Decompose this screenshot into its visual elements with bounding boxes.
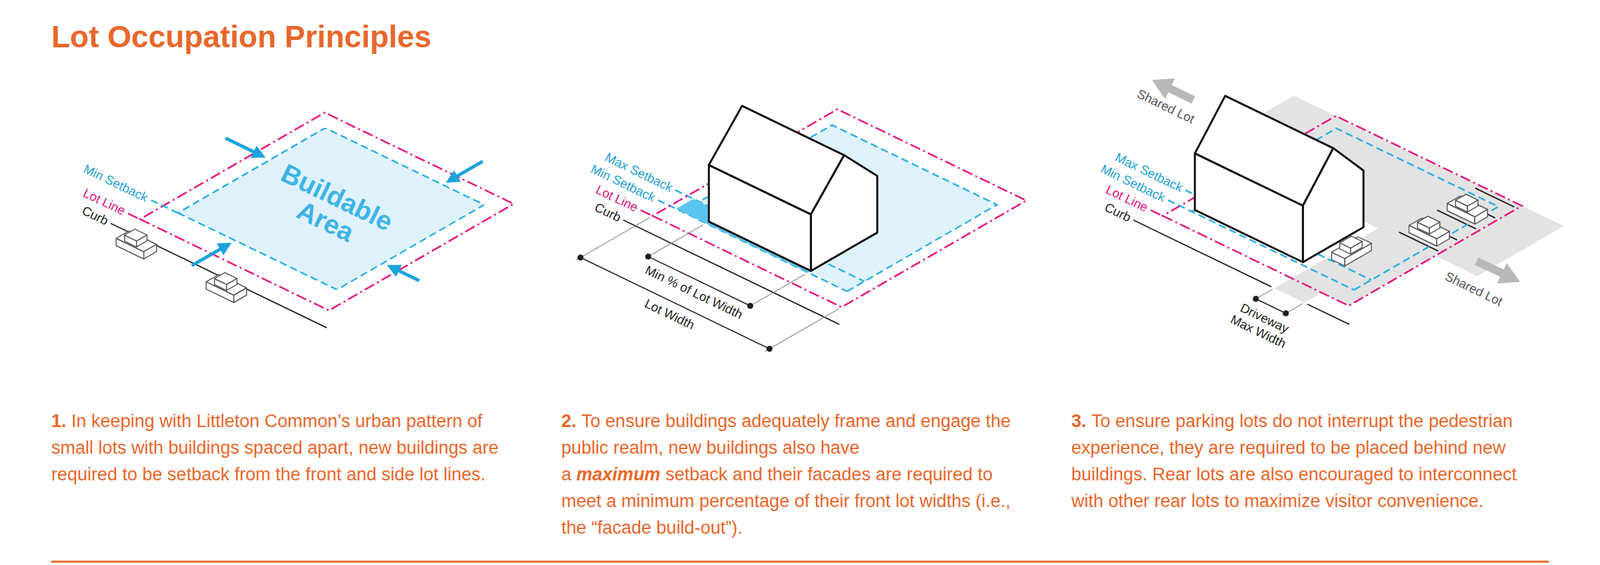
shared-lot-arrow-shaft <box>1169 88 1194 100</box>
shared-lot-label: Shared Lot <box>1442 269 1504 310</box>
house-roof <box>1194 96 1334 206</box>
curb-line <box>1307 304 1350 324</box>
dimension-dot <box>577 254 584 261</box>
callout-number: 2. <box>561 411 577 432</box>
caption-text: In keeping with Littleton Common’s urban… <box>51 411 499 485</box>
dimension-dot <box>766 346 773 352</box>
shared-lot-label: Shared Lot <box>1134 86 1196 127</box>
setback-line <box>151 200 179 214</box>
extension-line <box>576 218 650 261</box>
dimension-label: Lot Width <box>642 296 697 334</box>
setback-arrow-head <box>216 242 232 256</box>
lot-line <box>140 112 514 311</box>
caption-text: To ensure parking lots do not interrupt … <box>1071 411 1517 512</box>
car-cabin <box>124 229 148 242</box>
illustration-group <box>51 78 1564 562</box>
caption: 3.To ensure parking lots do not interrup… <box>1071 408 1525 515</box>
caption-emphasis: maximum <box>576 464 661 485</box>
car-cabin <box>214 272 238 285</box>
lot-line <box>652 109 1027 308</box>
shared-lot-arrow-head <box>1497 263 1520 284</box>
lot-line <box>128 213 140 220</box>
callout-number: 1. <box>51 411 67 432</box>
caption: 2.To ensure buildings adequately frame a… <box>561 408 1015 542</box>
dimension-line <box>580 258 770 350</box>
setback-arrow-head <box>250 146 266 158</box>
caption: 1.In keeping with Littleton Common’s urb… <box>51 408 505 488</box>
extension-line <box>764 309 839 352</box>
callout-number: 3. <box>1071 411 1087 432</box>
dimension-label: Driveway Max Width <box>1222 296 1301 354</box>
setback-arrow-head <box>386 265 402 278</box>
extension-line <box>747 274 806 308</box>
lot-line <box>1150 210 1163 216</box>
title: Lot Occupation Principles <box>51 18 432 55</box>
setback-arrow-shaft <box>225 138 254 152</box>
car-cabin <box>1455 194 1478 207</box>
buildable-area: Buildable Area <box>178 128 484 290</box>
setback-arrow-shaft <box>192 249 221 266</box>
dimension-dot <box>747 303 754 310</box>
dimension-dot <box>1252 296 1259 302</box>
area-outline <box>178 128 484 290</box>
car-cabin <box>1417 216 1440 229</box>
dimension-dot <box>1282 310 1289 317</box>
extension-line <box>645 225 704 259</box>
lot-line <box>640 210 653 216</box>
house-roof <box>708 106 844 215</box>
setback-arrow-shaft <box>398 270 419 281</box>
setback-arrow-head <box>446 170 461 184</box>
setback-arrow-shaft <box>456 161 483 176</box>
dimension-dot <box>645 254 652 260</box>
shared-lot-arrow-shaft <box>1476 261 1503 274</box>
bottom-rule <box>51 561 1549 564</box>
